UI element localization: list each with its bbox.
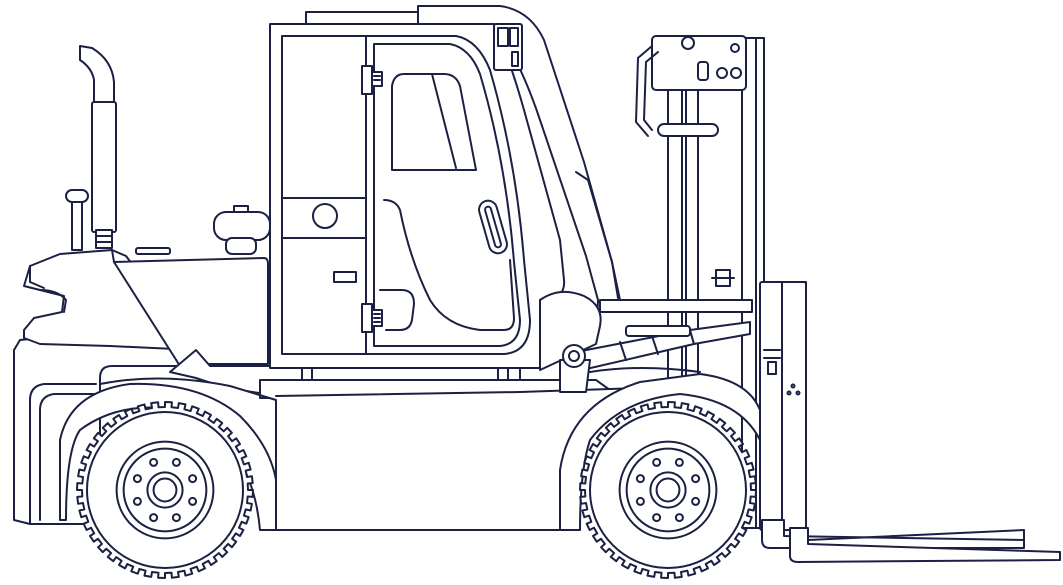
lug-nut <box>171 457 181 467</box>
lug-nut <box>635 496 645 506</box>
lug-nut <box>652 513 662 523</box>
rear-wheel <box>76 401 254 579</box>
lug-nut <box>652 457 662 467</box>
lug-nut <box>635 474 645 484</box>
lug-nut <box>691 474 701 484</box>
rear-fender <box>59 382 277 531</box>
lug-nut <box>691 496 701 506</box>
lug-nut <box>188 474 198 484</box>
wheel-hub-cap <box>655 477 681 503</box>
tilt-cylinder <box>559 321 751 393</box>
wheel-rim-inner <box>625 447 711 533</box>
fork-carriage <box>759 281 807 531</box>
front-fender <box>559 373 761 531</box>
lug-nut <box>171 513 181 523</box>
wheel-hub <box>649 471 687 509</box>
lug-nut <box>149 457 159 467</box>
lug-nut <box>674 457 684 467</box>
front-wheel <box>579 401 757 579</box>
wheel-rim-inner <box>122 447 208 533</box>
engine-hood <box>23 247 269 367</box>
lug-nut <box>188 496 198 506</box>
wheel-hub-cap <box>152 477 178 503</box>
lug-nut <box>149 513 159 523</box>
wheel-rim <box>618 440 718 540</box>
wheel-hub <box>146 471 184 509</box>
lug-nut <box>674 513 684 523</box>
tire-sidewall <box>589 411 747 569</box>
fork-tines <box>761 519 1061 563</box>
wheel-rim <box>115 440 215 540</box>
lug-nut <box>132 496 142 506</box>
tire-sidewall <box>86 411 244 569</box>
air-filter <box>213 205 271 255</box>
dashboard <box>539 290 753 371</box>
cab <box>269 5 621 381</box>
lug-nut <box>132 474 142 484</box>
intake-knob <box>65 189 89 251</box>
chassis <box>99 349 641 531</box>
exhaust-pipe <box>79 45 117 249</box>
